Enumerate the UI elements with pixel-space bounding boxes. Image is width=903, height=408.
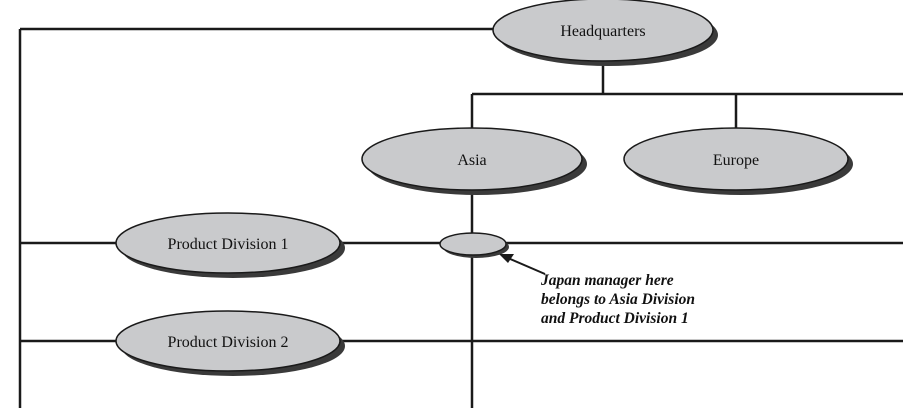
asia-node-ellipse [361,127,583,191]
europe-label: Europe [713,152,759,169]
annotation-line-1: Japan manager here [540,272,674,289]
headquarters-label: Headquarters [560,23,645,40]
connector-lines [18,27,903,408]
asia-label: Asia [457,152,486,169]
annotation-arrow-head [499,254,514,263]
annotation-line-3: and Product Division 1 [541,310,689,327]
headquarters-node-ellipse [492,0,714,62]
annotation-line-2: belongs to Asia Division [541,291,695,308]
annotation-arrow [499,254,546,275]
product-division-1-label: Product Division 1 [168,236,289,253]
europe-node-ellipse [623,127,849,191]
japan-manager-node [439,232,509,258]
annotation-text: Japan manager here belongs to Asia Divis… [540,272,695,327]
annotation-arrow-shaft [507,257,546,275]
product-division-2-label: Product Division 2 [168,334,289,351]
headquarters-node: Headquarters [492,0,718,66]
product-division-1-node: Product Division 1 [115,212,345,278]
europe-node: Europe [623,127,853,195]
product-division-1-node-ellipse [115,212,341,274]
asia-node: Asia [361,127,587,195]
product-division-2-node-ellipse [115,310,341,372]
japan-manager-node-ellipse [439,232,507,256]
product-division-2-node: Product Division 2 [115,310,345,376]
